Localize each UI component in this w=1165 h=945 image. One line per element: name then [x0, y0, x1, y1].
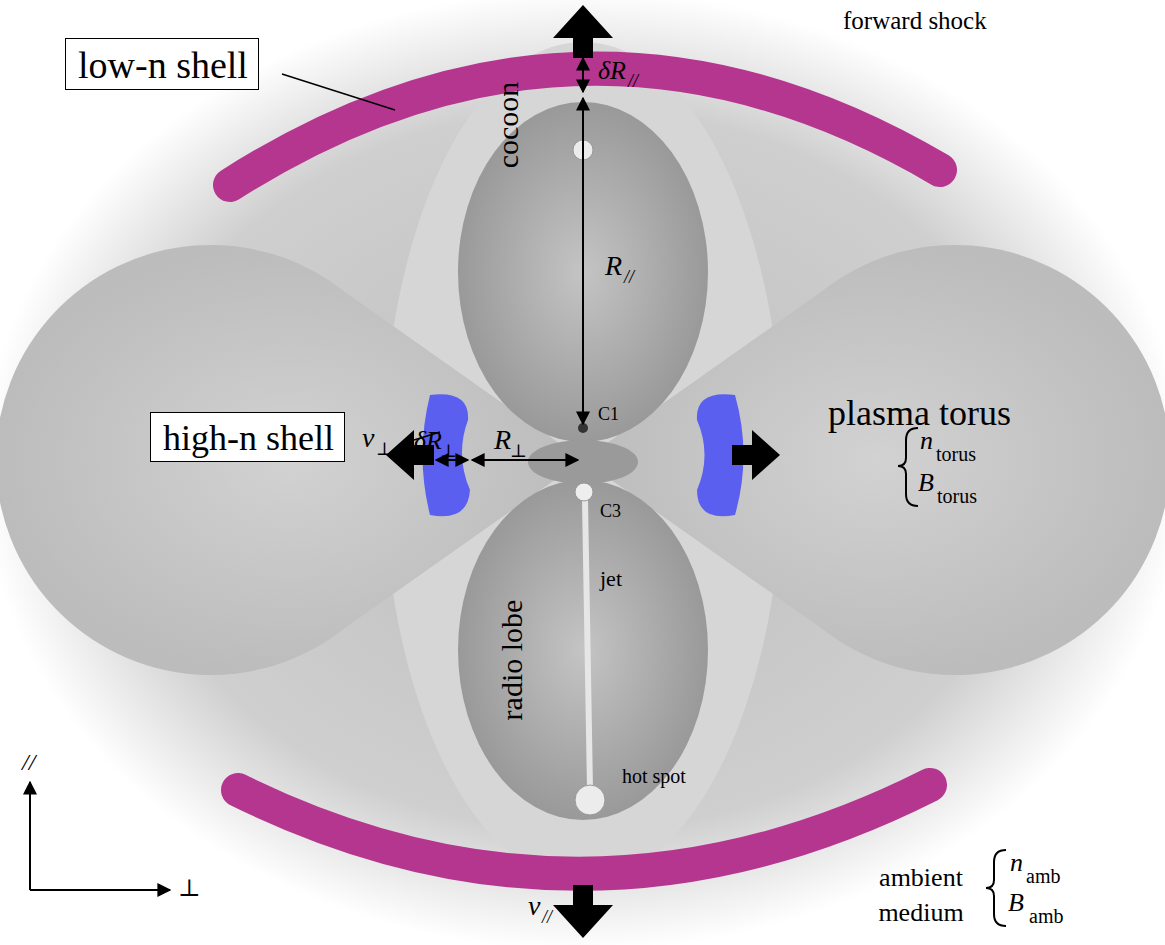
text-label: ⊥	[178, 876, 201, 900]
text-label: forward shock	[843, 8, 987, 33]
low-n-shell	[230, 69, 940, 185]
core	[528, 440, 638, 484]
leader-line	[282, 74, 395, 110]
text-label: n	[1010, 850, 1023, 876]
text-label: //	[628, 72, 638, 90]
text-label: ⊥	[376, 440, 393, 458]
text-label: n	[920, 428, 933, 454]
dimension-line	[582, 58, 584, 92]
text-label: cocoon	[493, 82, 523, 169]
text-label: C3	[600, 502, 621, 520]
text-label: radio lobe	[497, 600, 527, 721]
expansion-arrow	[553, 885, 613, 938]
box-label: low-n shell	[78, 46, 246, 84]
cocoon	[383, 42, 783, 882]
text-label: δR	[598, 58, 626, 84]
expansion-arrow	[553, 5, 613, 58]
text-label: plasma torus	[828, 395, 1011, 431]
text-label: C1	[598, 405, 619, 423]
low-n-shell	[238, 785, 930, 874]
dimension-line	[582, 98, 584, 424]
core-c1	[578, 423, 588, 433]
text-label: //	[22, 750, 35, 774]
component-c3	[575, 483, 593, 501]
label-box: low-n shell	[65, 38, 259, 90]
text-label: δR	[414, 428, 442, 454]
text-label: ⊥	[440, 442, 457, 460]
text-label: amb	[1026, 866, 1060, 886]
brace	[898, 428, 918, 506]
text-label: jet	[600, 568, 622, 590]
text-label: //	[542, 908, 552, 926]
text-label: //	[624, 268, 634, 286]
text-label: torus	[937, 486, 977, 506]
text-label: hot spot	[622, 766, 686, 786]
text-label: v	[362, 424, 374, 452]
text-label: ⊥	[510, 442, 527, 460]
text-label: torus	[936, 444, 976, 464]
text-label: ambient medium	[862, 860, 980, 930]
brace	[986, 850, 1006, 926]
radio-lobe	[458, 480, 708, 820]
text-label: amb	[1029, 906, 1063, 926]
expansion-arrow	[732, 430, 780, 480]
hot-spot	[575, 785, 605, 815]
axis	[29, 782, 31, 890]
label-box: high-n shell	[150, 412, 345, 462]
text-label: B	[1008, 890, 1024, 916]
jet	[585, 500, 590, 790]
text-label: R	[605, 252, 622, 280]
text-label: v	[528, 892, 540, 920]
axis	[30, 889, 170, 891]
box-label: high-n shell	[163, 420, 332, 456]
text-label: R	[494, 426, 511, 454]
text-label: B	[918, 470, 934, 496]
